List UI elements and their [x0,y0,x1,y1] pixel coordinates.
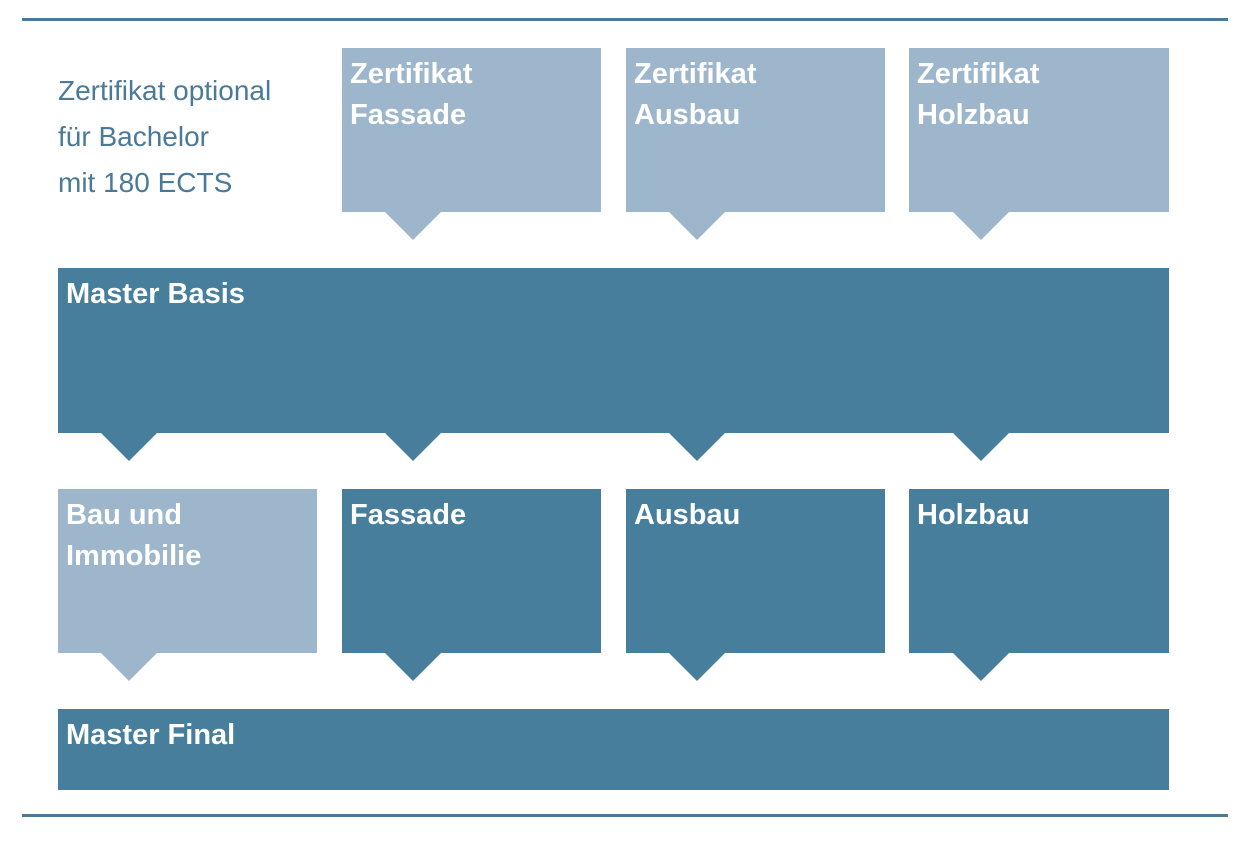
note-line: für Bachelor [58,121,209,152]
specialization-fassade-box: Fassade [342,489,601,653]
top-rule [22,18,1228,21]
certificate-ausbau-box: Zertifikat Ausbau [626,48,885,212]
certificate-label: Fassade [350,99,467,131]
certificate-fassade-box: Zertifikat Fassade [342,48,601,212]
arrow-down [385,653,441,681]
arrow-down [101,433,157,461]
master-final-label: Master Final [66,719,236,751]
certificate-label: Holzbau [917,99,1030,131]
specialization-label: Holzbau [917,499,1030,531]
bottom-rule [22,814,1228,817]
master-final-box: Master Final [58,709,1169,790]
arrow-down [101,653,157,681]
certificate-holzbau-box: Zertifikat Holzbau [909,48,1169,212]
arrow-down [953,212,1009,240]
certificate-note: Zertifikat optional für Bachelor mit 180… [58,68,328,206]
arrow-down [385,212,441,240]
note-line: Zertifikat optional [58,75,272,106]
specialization-bau-immobilie-box: Bau und Immobilie [58,489,317,653]
specialization-label: Immobilie [66,540,202,572]
specialization-ausbau-box: Ausbau [626,489,885,653]
arrow-down [669,212,725,240]
note-line: mit 180 ECTS [58,167,233,198]
arrow-down [953,653,1009,681]
specialization-label: Bau und [66,499,182,531]
specialization-holzbau-box: Holzbau [909,489,1169,653]
certificate-label: Ausbau [634,99,741,131]
certificate-label: Zertifikat [917,58,1040,90]
arrow-down [385,433,441,461]
arrow-down [669,433,725,461]
certificate-label: Zertifikat [634,58,757,90]
arrow-down [953,433,1009,461]
certificate-label: Zertifikat [350,58,473,90]
master-basis-box: Master Basis [58,268,1169,433]
arrow-down [669,653,725,681]
specialization-label: Ausbau [634,499,741,531]
master-basis-label: Master Basis [66,278,245,310]
specialization-label: Fassade [350,499,467,531]
